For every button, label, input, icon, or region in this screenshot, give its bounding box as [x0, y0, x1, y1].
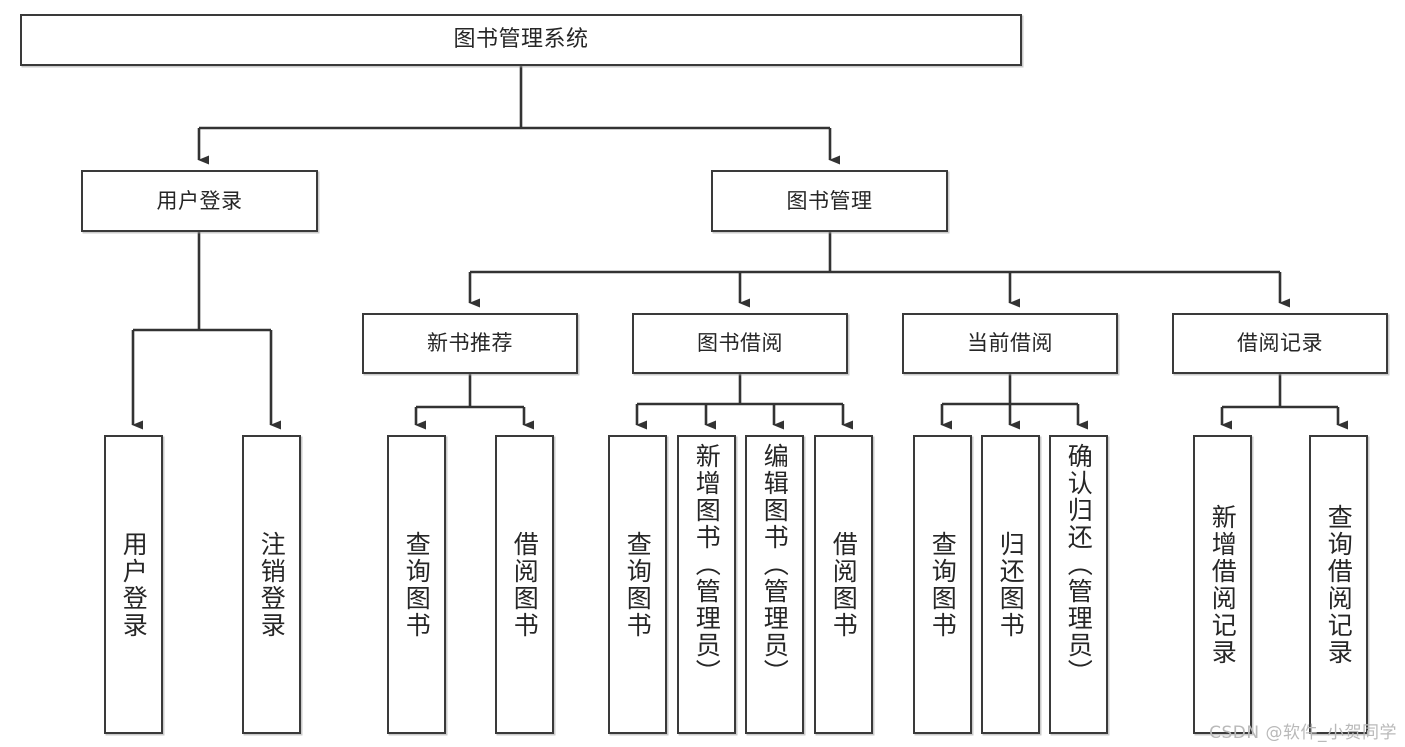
node-label: 借阅图书 [510, 530, 540, 639]
leaf-book-borrow-query-book[interactable]: 查询图书 [608, 435, 667, 734]
node-label: 图书管理系统 [453, 27, 589, 53]
leaf-book-borrow-edit-book-admin[interactable]: 编辑图书（管理员） [745, 435, 804, 734]
node-label: 归还图书 [996, 530, 1026, 639]
node-current-borrow[interactable]: 当前借阅 [902, 313, 1118, 374]
csdn-watermark: CSDN @软件_小贺同学 [1209, 723, 1397, 743]
node-label: 图书借阅 [697, 331, 783, 356]
node-new-book-recommend[interactable]: 新书推荐 [362, 313, 578, 374]
node-label: 新书推荐 [427, 331, 513, 356]
node-label: 确认归还（管理员） [1064, 443, 1094, 686]
node-book-borrow[interactable]: 图书借阅 [632, 313, 848, 374]
leaf-new-book-query-book[interactable]: 查询图书 [387, 435, 446, 734]
node-label: 用户登录 [156, 188, 243, 213]
leaf-current-borrow-query-book[interactable]: 查询图书 [913, 435, 972, 734]
leaf-user-login-logout[interactable]: 注销登录 [242, 435, 301, 734]
node-user-login[interactable]: 用户登录 [81, 170, 318, 232]
leaf-user-login-login[interactable]: 用户登录 [104, 435, 163, 734]
leaf-book-borrow-borrow-book[interactable]: 借阅图书 [814, 435, 873, 734]
leaf-borrow-record-add-record[interactable]: 新增借阅记录 [1193, 435, 1252, 734]
leaf-current-borrow-confirm-return-admin[interactable]: 确认归还（管理员） [1049, 435, 1108, 734]
leaf-borrow-record-query-record[interactable]: 查询借阅记录 [1309, 435, 1368, 734]
node-label: 新增借阅记录 [1208, 503, 1238, 666]
node-label: 查询图书 [928, 530, 958, 639]
node-label: 查询借阅记录 [1324, 503, 1354, 666]
node-label: 查询图书 [623, 530, 653, 639]
node-label: 新增图书（管理员） [692, 443, 722, 686]
node-label: 借阅记录 [1237, 331, 1323, 356]
node-book-management[interactable]: 图书管理 [711, 170, 948, 232]
node-borrow-record[interactable]: 借阅记录 [1172, 313, 1388, 374]
node-label: 借阅图书 [829, 530, 859, 639]
node-label: 图书管理 [786, 188, 873, 213]
node-label: 查询图书 [402, 530, 432, 639]
node-label: 用户登录 [119, 530, 149, 639]
leaf-current-borrow-return-book[interactable]: 归还图书 [981, 435, 1040, 734]
node-root-book-management-system[interactable]: 图书管理系统 [20, 14, 1022, 66]
leaf-book-borrow-add-book-admin[interactable]: 新增图书（管理员） [677, 435, 736, 734]
node-label: 注销登录 [257, 530, 287, 639]
node-label: 当前借阅 [967, 331, 1053, 356]
node-label: 编辑图书（管理员） [760, 443, 790, 686]
leaf-new-book-borrow-book[interactable]: 借阅图书 [495, 435, 554, 734]
